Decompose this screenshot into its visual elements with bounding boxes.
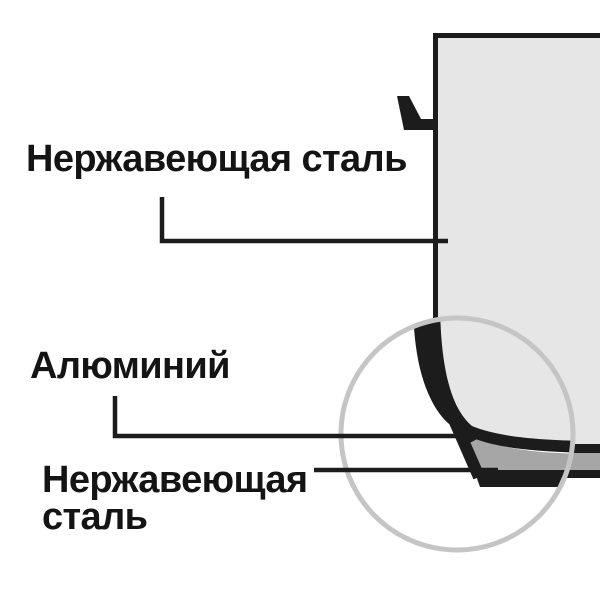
leader-line-body-steel bbox=[159, 197, 448, 244]
label-aluminum: Алюминий bbox=[30, 345, 230, 387]
leader-line-aluminum bbox=[112, 396, 470, 439]
leader-arrowhead-aluminum bbox=[464, 428, 481, 446]
handle-stub bbox=[397, 96, 437, 130]
pot-rim-edge bbox=[433, 33, 600, 38]
magnified-aluminum-wedge bbox=[450, 415, 573, 472]
magnified-body-fill bbox=[438, 318, 573, 444]
pot-left-wall bbox=[433, 33, 438, 325]
label-cap-stainless-steel-line2: сталь bbox=[42, 496, 148, 538]
label-cap-stainless-steel-line1: Нержавеющая bbox=[42, 459, 308, 501]
label-body-stainless-steel: Нержавеющая сталь bbox=[26, 138, 407, 180]
label-cap-stainless-steel: Нержавеющая сталь bbox=[42, 459, 308, 538]
